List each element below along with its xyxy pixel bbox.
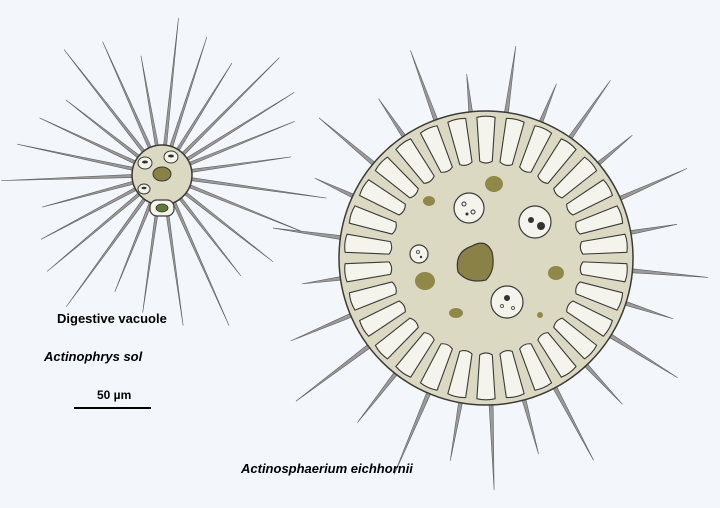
actinosphaerium-nucleus (456, 242, 494, 282)
alveolus (447, 350, 473, 399)
axopodium (488, 397, 495, 490)
alveolus (344, 261, 393, 283)
alveolus (359, 179, 406, 216)
axopodium (65, 194, 149, 308)
axopodium (502, 46, 517, 121)
axopodium (549, 380, 594, 461)
axopodium (357, 366, 402, 423)
inclusions (415, 176, 564, 318)
contractile-vacuole-right (163, 150, 179, 164)
axopodium (273, 227, 349, 242)
actinophrys-axopodia (1, 17, 327, 326)
axopodium (170, 197, 230, 326)
alveolus (519, 125, 553, 173)
alveolus (419, 125, 453, 173)
alveolus (359, 300, 406, 337)
axopodium (603, 329, 678, 379)
alveolus (537, 138, 577, 184)
actinosphaerium-label: Actinosphaerium eichhornii (241, 461, 413, 476)
alveolus (575, 281, 624, 311)
alveolus (537, 332, 577, 378)
alveolus (476, 352, 496, 401)
alveolus (476, 115, 496, 164)
alveolus (374, 317, 419, 360)
axopodium (17, 143, 138, 172)
axopodium (410, 50, 441, 128)
axopodium (295, 340, 376, 402)
axopodium (624, 267, 709, 278)
alveolus (348, 281, 397, 311)
alveolus (553, 317, 598, 360)
actinosphaerium-axopodia (273, 46, 709, 490)
axopodium (65, 99, 143, 161)
alveolus (348, 205, 397, 235)
axopodium (612, 168, 688, 204)
alveolus (519, 343, 553, 391)
actinophrys-sol-label: Actinophrys sol (44, 349, 143, 364)
alveolus (553, 156, 598, 199)
food-vacuoles (409, 192, 552, 319)
food-vacuole-2 (518, 205, 552, 239)
actinosphaerium-cell (338, 110, 634, 406)
digestive-vacuole-label: Digestive vacuole (57, 311, 167, 326)
axopodium (185, 121, 295, 168)
alveolus (344, 233, 393, 255)
alveolus (395, 138, 435, 184)
contractile-vacuole-left (137, 156, 153, 170)
alveolus (579, 261, 628, 283)
axopodium (182, 92, 295, 163)
actinophrys-nucleus (152, 166, 172, 182)
alveolus (566, 179, 613, 216)
axopodium (564, 80, 611, 146)
food-vacuole-4 (490, 285, 524, 319)
scale-bar (74, 407, 151, 409)
axopodium (63, 49, 148, 156)
axopodium (290, 310, 359, 342)
alveolus (566, 300, 613, 337)
axopodium (519, 392, 539, 455)
axopodium (449, 395, 465, 461)
scale-label: 50 µm (97, 388, 132, 402)
alveolus (499, 117, 525, 166)
alveolus (579, 233, 628, 255)
axopodium (318, 117, 381, 171)
axopodium (1, 173, 137, 181)
contractile-vacuole-bottom (137, 183, 151, 195)
alveolus (575, 205, 624, 235)
alveolus (419, 343, 453, 391)
actinophrys-sol-cell (131, 144, 193, 217)
alveolus (447, 117, 473, 166)
ectoplasm-alveoli (344, 115, 628, 401)
alveolus (499, 350, 525, 399)
alveolus (374, 156, 419, 199)
axopodium (176, 194, 242, 277)
axopodium (178, 57, 280, 159)
digestive-vacuole (149, 199, 175, 217)
alveolus (395, 332, 435, 378)
axopodium (42, 179, 138, 208)
food-vacuole-1 (453, 192, 485, 224)
food-vacuole-3 (409, 244, 429, 264)
